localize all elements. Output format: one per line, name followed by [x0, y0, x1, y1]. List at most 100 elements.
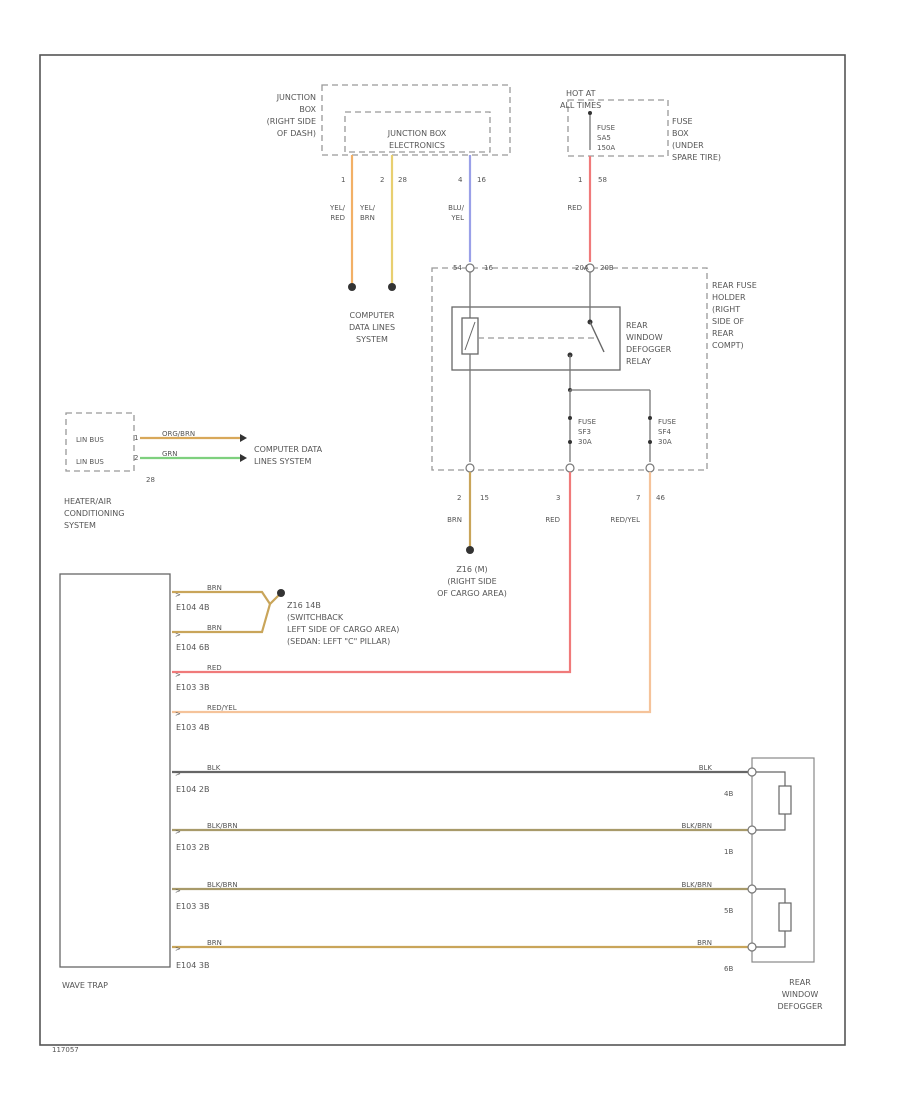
- jb-pin-16: 16: [477, 176, 486, 184]
- relay-box: [451, 306, 621, 371]
- fb-pin-1: 1: [578, 176, 582, 184]
- svg-text:>: >: [175, 945, 181, 953]
- wt-wire-6: BLK/BRN: [207, 881, 238, 889]
- svg-text:>: >: [175, 887, 181, 895]
- footer-code: 117057: [52, 1046, 79, 1054]
- svg-text:>: >: [175, 710, 181, 718]
- lin-bus-2: LIN BUS: [76, 458, 104, 466]
- wire-brn-row1: [172, 590, 271, 605]
- hvac-name-2: CONDITIONING: [64, 509, 124, 518]
- hvac-module: LIN BUS LIN BUS 1 2 28 ORG/BRN GRN COMPU…: [64, 412, 323, 530]
- hvac-cdls-2: LINES SYSTEM: [254, 457, 311, 466]
- rfh-pin-54: 54: [453, 264, 462, 272]
- defogger-box: [751, 757, 815, 963]
- z16-sb-2: (SWITCHBACK: [287, 613, 344, 622]
- wt-conn-5: E103 2B: [176, 843, 209, 852]
- wire-label-yel-brn-1: YEL/: [359, 204, 376, 212]
- rfh-label-2: HOLDER: [712, 293, 746, 302]
- z16-sb-4: (SEDAN: LEFT "C" PILLAR): [287, 637, 390, 646]
- sa5-label-3: 150A: [597, 144, 615, 152]
- hvac-pin-1: 1: [134, 434, 138, 442]
- rfh-pin-3: 3: [556, 494, 560, 502]
- rfh-label-1: REAR FUSE: [712, 281, 757, 290]
- relay-label-2: WINDOW: [626, 333, 663, 342]
- fuse-box-label-2: BOX: [672, 129, 689, 138]
- fuse-sf3-1: FUSE: [578, 418, 596, 426]
- relay-label-1: REAR: [626, 321, 648, 330]
- wt-wire-3: RED/YEL: [207, 704, 237, 712]
- wave-trap-label: WAVE TRAP: [62, 981, 108, 990]
- rfh-pin-16: 16: [484, 264, 493, 272]
- z16-sb-3: LEFT SIDE OF CARGO AREA): [287, 625, 399, 634]
- wt-wire-4: BLK: [207, 764, 221, 772]
- wt-right-2: BLK/BRN: [681, 881, 712, 889]
- wt-conn-6: E103 3B: [176, 902, 209, 911]
- wt-right-3: BRN: [697, 939, 712, 947]
- fuse-box-label-1: FUSE: [672, 117, 693, 126]
- rfh-pin-20b: 20B: [600, 264, 614, 272]
- wire-label-brn: BRN: [447, 516, 462, 524]
- junction-box-label-2: BOX: [299, 105, 316, 114]
- wt-wire-5: BLK/BRN: [207, 822, 238, 830]
- svg-text:>: >: [175, 671, 181, 679]
- wave-trap: WAVE TRAP Z16 14B (SWITCHBACK LEFT SIDE …: [59, 573, 750, 990]
- jb-pin-1: 1: [341, 176, 345, 184]
- jb-pin-28: 28: [398, 176, 407, 184]
- defogger-element-2: [778, 902, 792, 932]
- wave-trap-box: [59, 573, 171, 968]
- wt-conn-2: E103 3B: [176, 683, 209, 692]
- jb-pin-2: 2: [380, 176, 384, 184]
- junction-box-label-3: (RIGHT SIDE: [267, 117, 316, 126]
- wire-red-to-wave-trap: [172, 472, 572, 674]
- z16-sb-1: Z16 14B: [287, 601, 321, 610]
- rear-fuse-holder: REAR FUSE HOLDER (RIGHT SIDE OF REAR COM…: [431, 263, 757, 473]
- wire-label-org-brn: ORG/BRN: [162, 430, 195, 438]
- hvac-name-1: HEATER/AIR: [64, 497, 112, 506]
- defogger-label-1: REAR: [789, 978, 811, 987]
- cdls-label-3: SYSTEM: [356, 335, 388, 344]
- z16-label-1: Z16 (M): [456, 565, 487, 574]
- rfh-label-3: (RIGHT: [712, 305, 740, 314]
- hvac-pin-2: 2: [134, 454, 138, 462]
- fb-pin-58: 58: [598, 176, 607, 184]
- fuse-box-spare-tire: HOT AT ALL TIMES FUSE SA5 150A FUSE BOX …: [560, 89, 721, 184]
- wt-right-1: BLK/BRN: [681, 822, 712, 830]
- hot-at-label-1: HOT AT: [566, 89, 596, 98]
- wt-conn-4: E104 2B: [176, 785, 209, 794]
- sa5-label-2: SA5: [597, 134, 611, 142]
- wire-label-yel-brn-2: BRN: [360, 214, 375, 222]
- cdls-label-2: DATA LINES: [349, 323, 395, 332]
- yel-brn-terminal: [388, 283, 396, 291]
- svg-text:>: >: [175, 591, 181, 599]
- z16-label-3: OF CARGO AREA): [437, 589, 507, 598]
- defogger-label-2: WINDOW: [782, 990, 819, 999]
- wt-conn-0: E104 4B: [176, 603, 209, 612]
- yel-red-terminal: [348, 283, 356, 291]
- hvac-cdls-1: COMPUTER DATA: [254, 445, 323, 454]
- wire-label-red: RED: [545, 516, 560, 524]
- rfh-pin-20a: 20A: [575, 264, 589, 272]
- wire-label-red-yel: RED/YEL: [610, 516, 640, 524]
- wire-label-yel-red-1: YEL/: [329, 204, 346, 212]
- fuse-sf4-3: 30A: [658, 438, 672, 446]
- fuse-sf4-1: FUSE: [658, 418, 676, 426]
- lin-bus-1: LIN BUS: [76, 436, 104, 444]
- jb-pin-4: 4: [458, 176, 463, 184]
- fuse-box-label-3: (UNDER: [672, 141, 704, 150]
- rfh-pin-7: 7: [636, 494, 640, 502]
- fuse-sf3-2: SF3: [578, 428, 591, 436]
- wt-rpin-2: 5B: [724, 907, 733, 915]
- sa5-label-1: FUSE: [597, 124, 615, 132]
- wt-conn-1: E104 6B: [176, 643, 209, 652]
- defogger-label-3: DEFOGGER: [777, 1002, 823, 1011]
- wt-wire-7: BRN: [207, 939, 222, 947]
- rear-window-defogger: REAR WINDOW DEFOGGER: [747, 757, 823, 1011]
- hot-at-label-2: ALL TIMES: [560, 101, 601, 110]
- defogger-element-1: [778, 785, 792, 815]
- wt-wire-0: BRN: [207, 584, 222, 592]
- wt-rpin-3: 6B: [724, 965, 733, 973]
- wire-label-blu-yel-2: YEL: [450, 214, 464, 222]
- svg-text:>: >: [175, 770, 181, 778]
- wt-rpin-1: 1B: [724, 848, 733, 856]
- fuse-box-label-4: SPARE TIRE): [672, 153, 721, 162]
